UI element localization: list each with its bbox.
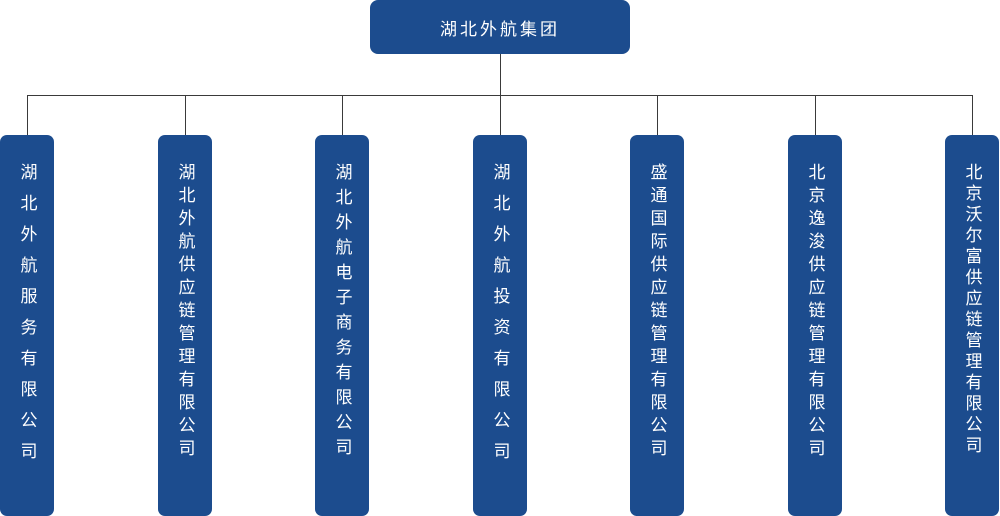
connector-branch-3 bbox=[342, 95, 343, 135]
child-node-1: 湖北外航服务有限公司 bbox=[0, 135, 54, 516]
child-node-7: 北京沃尔富供应链管理有限公司 bbox=[945, 135, 999, 516]
child-node-3: 湖北外航电子商务有限公司 bbox=[315, 135, 369, 516]
child-node-1-label: 湖北外航服务有限公司 bbox=[16, 163, 37, 473]
connector-branch-5 bbox=[657, 95, 658, 135]
root-node-label: 湖北外航集团 bbox=[440, 19, 560, 40]
connector-branch-2 bbox=[185, 95, 186, 135]
connector-branch-7 bbox=[972, 95, 973, 135]
connector-branch-4 bbox=[500, 95, 501, 135]
connector-branch-6 bbox=[815, 95, 816, 135]
root-node: 湖北外航集团 bbox=[370, 0, 630, 54]
child-node-5-label: 盛通国际供应链管理有限公司 bbox=[646, 163, 667, 462]
child-node-4: 湖北外航投资有限公司 bbox=[473, 135, 527, 516]
child-node-5: 盛通国际供应链管理有限公司 bbox=[630, 135, 684, 516]
child-node-6: 北京逸浚供应链管理有限公司 bbox=[788, 135, 842, 516]
connector-root-stem bbox=[500, 54, 501, 96]
child-node-3-label: 湖北外航电子商务有限公司 bbox=[331, 163, 352, 463]
child-node-2-label: 湖北外航供应链管理有限公司 bbox=[174, 163, 195, 462]
child-node-6-label: 北京逸浚供应链管理有限公司 bbox=[804, 163, 825, 462]
child-node-4-label: 湖北外航投资有限公司 bbox=[489, 163, 510, 473]
child-node-2: 湖北外航供应链管理有限公司 bbox=[158, 135, 212, 516]
connector-branch-1 bbox=[27, 95, 28, 135]
child-node-7-label: 北京沃尔富供应链管理有限公司 bbox=[961, 163, 982, 457]
